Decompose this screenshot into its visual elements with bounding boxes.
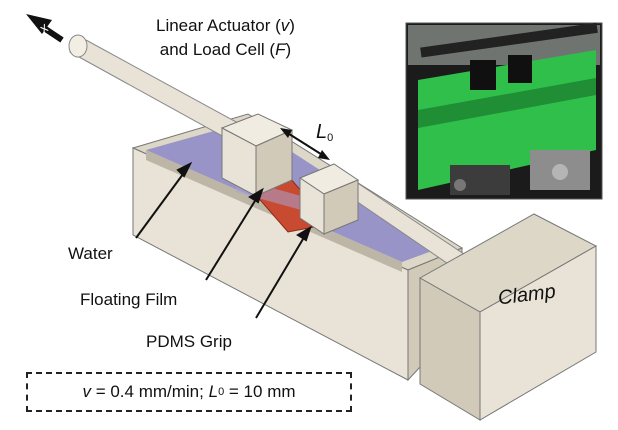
actuator-title: Linear Actuator (v) and Load Cell (F) bbox=[156, 16, 295, 59]
left-block bbox=[220, 113, 294, 197]
x-axis-arrow: x bbox=[26, 14, 64, 43]
film-pointer-head bbox=[248, 187, 264, 204]
clamp-block bbox=[418, 213, 598, 421]
floating-film-label: Floating Film bbox=[80, 290, 178, 309]
film-pointer bbox=[205, 195, 259, 281]
actuator-rod bbox=[68, 34, 471, 273]
pdms-grip-label: PDMS Grip bbox=[146, 332, 232, 351]
water-pointer-head bbox=[176, 161, 193, 178]
length-label: L0 bbox=[316, 121, 334, 144]
water-label: Water bbox=[68, 244, 113, 263]
grip-pointer-head bbox=[296, 225, 312, 242]
photo-inset bbox=[405, 22, 603, 200]
length-dimension bbox=[280, 128, 330, 160]
water-pointer bbox=[135, 169, 187, 239]
grip-pointer bbox=[255, 233, 307, 319]
right-block bbox=[298, 163, 360, 235]
